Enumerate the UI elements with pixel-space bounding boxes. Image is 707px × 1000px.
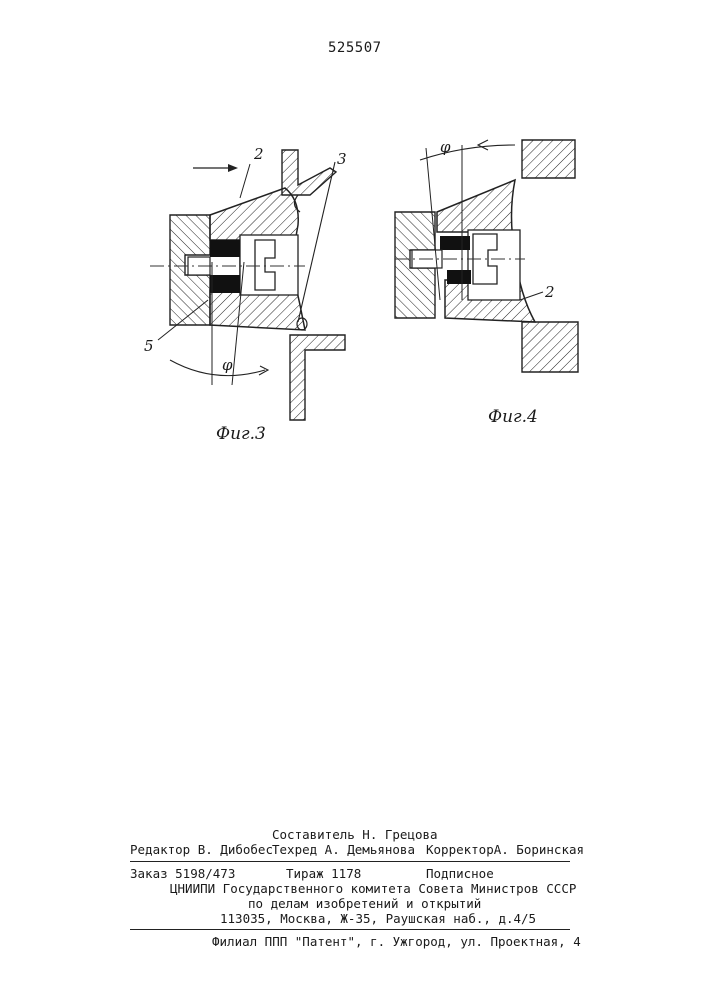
imprint-techred: Техред А. Демьянова: [272, 842, 415, 857]
figure-4-drawing: [0, 0, 707, 460]
imprint-circulation: Тираж 1178: [286, 866, 361, 881]
fig4-caption: Фиг.4: [488, 407, 538, 427]
imprint-branch: Филиал ППП "Патент", г. Ужгород, ул. Про…: [212, 934, 581, 949]
fig4-upper-wall: [522, 140, 575, 178]
imprint-org-line2: по делам изобретений и открытий: [248, 896, 481, 911]
fig4-label-2: 2: [545, 283, 555, 301]
imprint-subscription: Подписное: [426, 866, 494, 881]
fig4-label-phi: φ: [440, 138, 451, 156]
imprint-rule-bottom: [130, 929, 570, 930]
imprint-address: 113035, Москва, Ж-35, Раушская наб., д.4…: [220, 911, 536, 926]
imprint-corrector: КорректорА. Боринская: [426, 842, 584, 857]
imprint-editor: Редактор В. Дибобес: [130, 842, 273, 857]
imprint-org-line1: ЦНИИПИ Государственного комитета Совета …: [170, 881, 576, 896]
imprint-order: Заказ 5198/473: [130, 866, 235, 881]
imprint-rule-top: [130, 861, 570, 862]
imprint-compiler: Составитель Н. Грецова: [272, 827, 438, 842]
fig4-lower-wall: [522, 322, 578, 372]
